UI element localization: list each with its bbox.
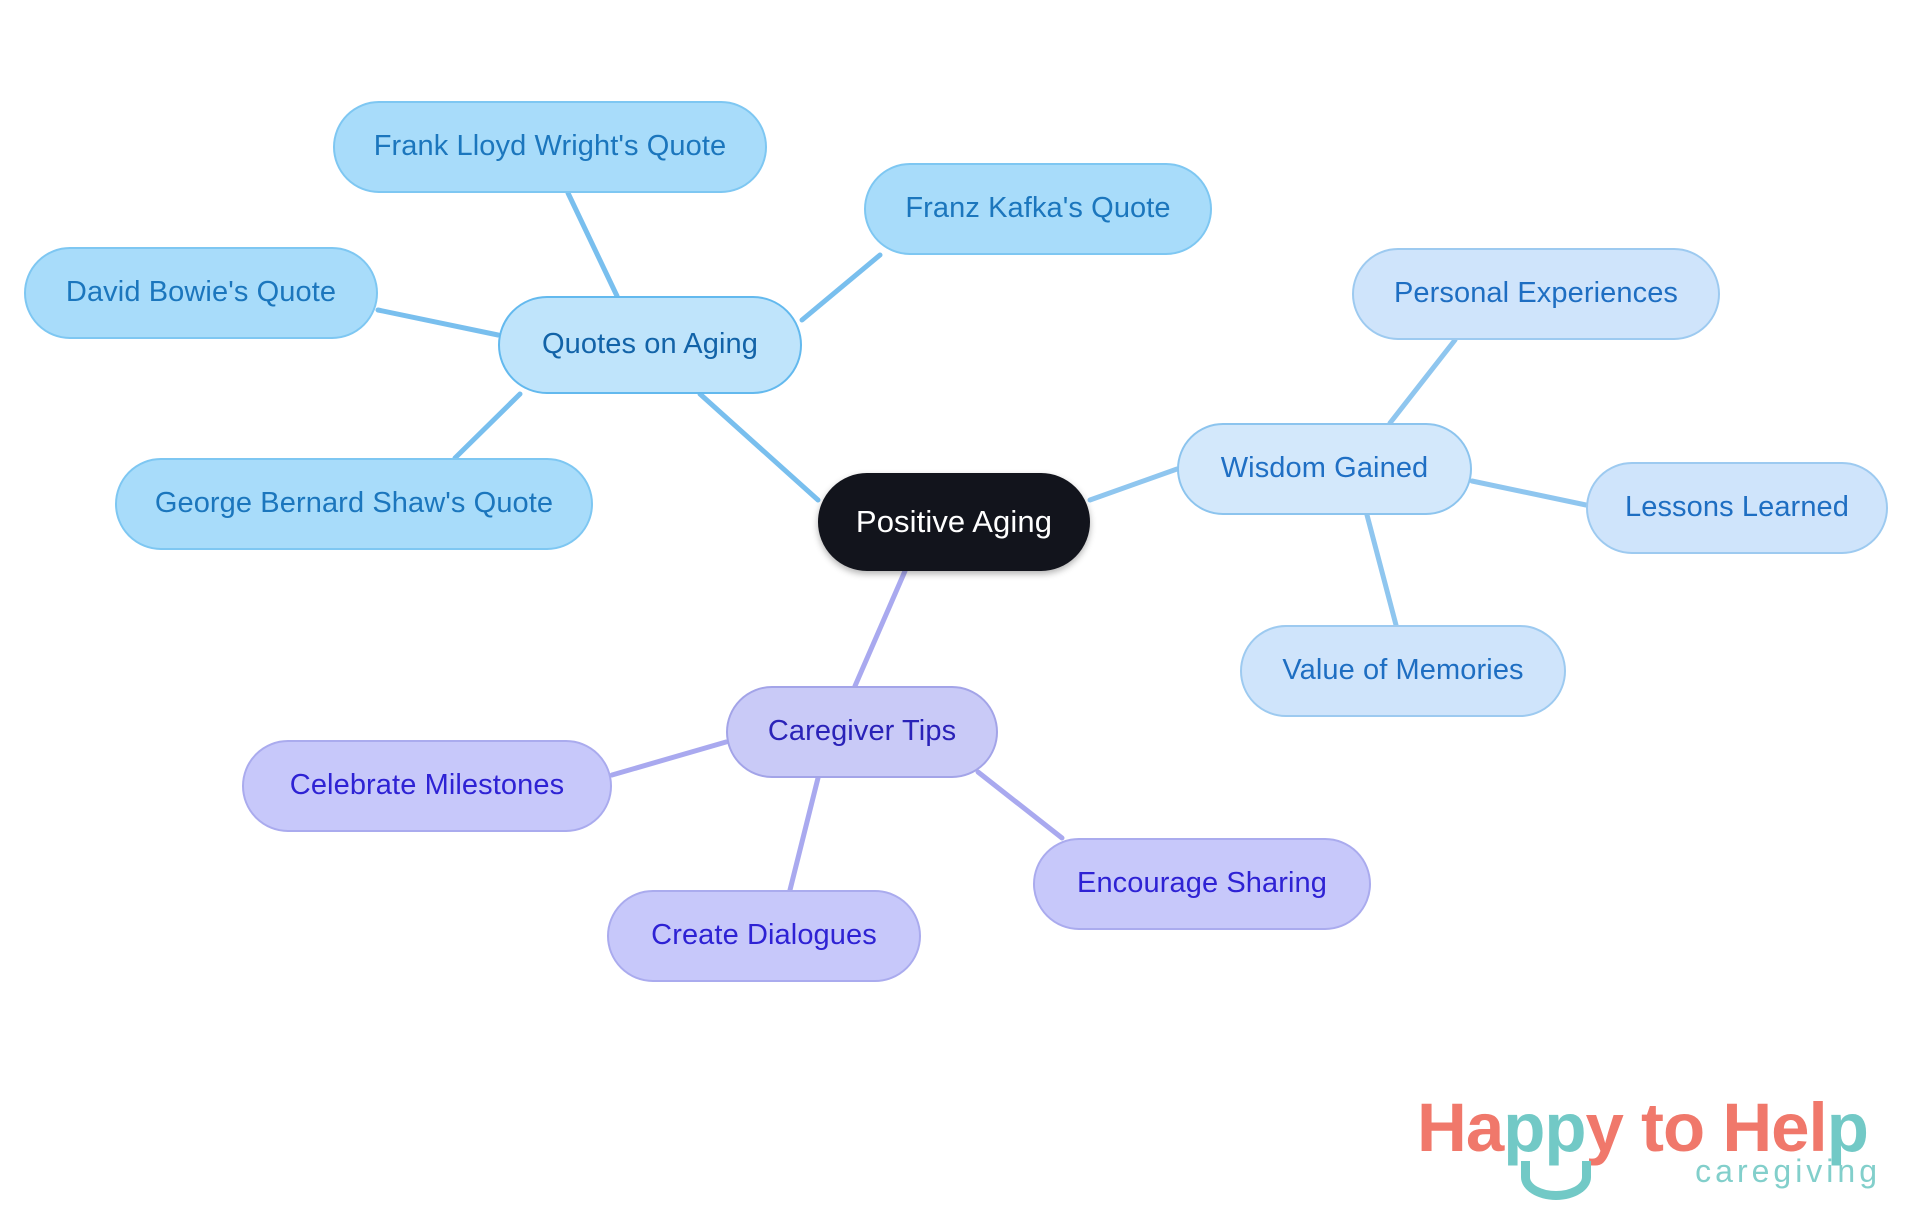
logo-smile-icon <box>1521 1161 1591 1200</box>
edge-root-to-quotes <box>697 391 821 503</box>
edge-quotes-to-shaw <box>452 391 523 461</box>
logo-word-part1: Ha <box>1417 1089 1504 1166</box>
edge-wisdom-to-personal <box>1387 337 1458 426</box>
edge-caregiver-to-celebrate <box>609 739 729 778</box>
node-frank-lloyd-wright-quote[interactable]: Frank Lloyd Wright's Quote <box>333 101 767 193</box>
edge-quotes-to-kafka <box>799 252 883 323</box>
node-positive-aging[interactable]: Positive Aging <box>818 473 1090 571</box>
node-positive-aging-label: Positive Aging <box>855 503 1053 539</box>
edge-quotes-to-bowie <box>375 307 501 338</box>
edge-root-to-caregiver <box>852 568 908 689</box>
node-value-of-memories[interactable]: Value of Memories <box>1240 625 1566 717</box>
node-create-dialogues[interactable]: Create Dialogues <box>607 890 921 982</box>
node-personal-experiences[interactable]: Personal Experiences <box>1352 248 1720 340</box>
node-franz-kafka-quote[interactable]: Franz Kafka's Quote <box>864 163 1212 255</box>
node-value-of-memories-label: Value of Memories <box>1282 654 1524 687</box>
node-wisdom-gained[interactable]: Wisdom Gained <box>1177 423 1472 515</box>
node-wisdom-gained-label: Wisdom Gained <box>1220 452 1429 485</box>
node-encourage-sharing[interactable]: Encourage Sharing <box>1033 838 1371 930</box>
node-caregiver-tips[interactable]: Caregiver Tips <box>726 686 998 778</box>
edge-wisdom-to-memories <box>1364 512 1399 628</box>
edge-caregiver-to-encourage <box>975 769 1065 841</box>
logo-word-part2: pp <box>1503 1089 1586 1166</box>
node-franz-kafka-quote-label: Franz Kafka's Quote <box>905 192 1171 225</box>
edge-root-to-wisdom <box>1087 466 1180 503</box>
edge-quotes-to-wright <box>565 190 620 299</box>
node-george-bernard-shaw-quote[interactable]: George Bernard Shaw's Quote <box>115 458 593 550</box>
node-george-bernard-shaw-quote-label: George Bernard Shaw's Quote <box>154 487 554 520</box>
node-frank-lloyd-wright-quote-label: Frank Lloyd Wright's Quote <box>373 130 727 163</box>
node-personal-experiences-label: Personal Experiences <box>1393 277 1679 310</box>
node-quotes-on-aging[interactable]: Quotes on Aging <box>498 296 802 394</box>
happy-to-help-logo: Happy to Help caregiving <box>1417 1093 1887 1205</box>
node-david-bowie-quote-label: David Bowie's Quote <box>65 276 337 309</box>
node-celebrate-milestones[interactable]: Celebrate Milestones <box>242 740 612 832</box>
node-lessons-learned[interactable]: Lessons Learned <box>1586 462 1888 554</box>
logo-tagline: caregiving <box>1695 1153 1881 1189</box>
node-quotes-on-aging-label: Quotes on Aging <box>542 328 758 361</box>
edge-caregiver-to-dialogues <box>787 775 821 893</box>
edge-wisdom-to-lessons <box>1469 478 1589 508</box>
logo-word-part4: p <box>1826 1089 1869 1166</box>
logo-wordmark: Happy to Help <box>1417 1093 1869 1162</box>
node-david-bowie-quote[interactable]: David Bowie's Quote <box>24 247 378 339</box>
node-create-dialogues-label: Create Dialogues <box>651 919 877 952</box>
node-lessons-learned-label: Lessons Learned <box>1625 491 1849 524</box>
node-encourage-sharing-label: Encourage Sharing <box>1077 867 1327 900</box>
node-caregiver-tips-label: Caregiver Tips <box>767 715 957 748</box>
logo-word-part3: y to Hel <box>1585 1089 1828 1166</box>
node-celebrate-milestones-label: Celebrate Milestones <box>289 769 565 802</box>
